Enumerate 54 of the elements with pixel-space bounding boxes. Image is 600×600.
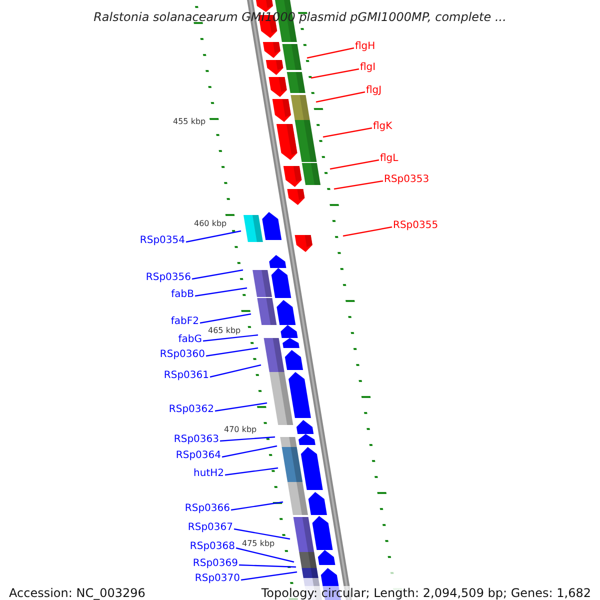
leader-line (342, 226, 392, 237)
gene-label: RSp0355 (393, 220, 438, 232)
leader-line (322, 127, 372, 138)
gene-label: RSp0363 (174, 434, 219, 446)
gene-label: RSp0353 (384, 174, 430, 186)
accession-note: Accession: NC_003296 (9, 586, 146, 600)
tick-label: 460 kbp (194, 219, 227, 229)
tick-label: 470 kbp (224, 425, 257, 435)
leader-line (230, 501, 284, 511)
leader-line (222, 445, 278, 458)
gene-label: RSp0369 (192, 558, 238, 570)
leader-line (214, 402, 268, 412)
tick-label: 465 kbp (208, 326, 241, 336)
leader-line (306, 47, 354, 59)
leader-line (220, 436, 276, 442)
leader-line (210, 364, 262, 378)
gene-label: flgI (360, 62, 376, 74)
leader-line (334, 180, 384, 190)
gene-label: flgL (380, 153, 398, 165)
gene-label: hutH2 (194, 468, 224, 480)
gene-label: RSp0356 (146, 272, 191, 284)
gene-label: RSp0366 (184, 503, 230, 515)
leader-line (236, 547, 294, 563)
gene-label: RSp0370 (194, 573, 240, 585)
leader-line (316, 91, 366, 103)
gene-label: flgJ (366, 85, 382, 97)
tick-label: 475 kbp (242, 539, 275, 549)
leader-line (200, 313, 252, 324)
gene-label: fabF2 (170, 316, 199, 328)
gene-label: RSp0362 (168, 404, 214, 416)
leader-line (330, 159, 380, 170)
leader-line (194, 287, 248, 297)
leader-line (234, 528, 290, 540)
gene-label: fabB (171, 289, 194, 301)
gene-label: RSp0360 (160, 349, 205, 361)
gene-label: flgK (373, 121, 392, 133)
gene-label: flgH (355, 41, 376, 53)
leader-line (192, 269, 244, 280)
leader-line (310, 68, 360, 79)
gene-label: RSp0368 (190, 541, 235, 553)
leader-line (186, 230, 242, 243)
leader-line (238, 564, 296, 568)
gene-label: RSp0367 (188, 522, 233, 534)
gene-label: RSp0364 (176, 450, 221, 462)
leader-line (224, 467, 278, 476)
genome-summary-note: Topology: circular; Length: 2,094,509 bp; Genes: 1,682 (261, 586, 591, 600)
leader-line (206, 347, 258, 357)
map-title: Ralstonia solanacearum GMI1000 plasmid pGMI1000MP, complete ... (92, 9, 508, 25)
gene-label: RSp0354 (140, 235, 185, 247)
tick-label: 455 kbp (173, 117, 206, 127)
leader-line (240, 571, 298, 581)
gene-label: fabG (178, 334, 202, 346)
gene-label: RSp0361 (164, 370, 209, 382)
leader-line (202, 334, 258, 342)
